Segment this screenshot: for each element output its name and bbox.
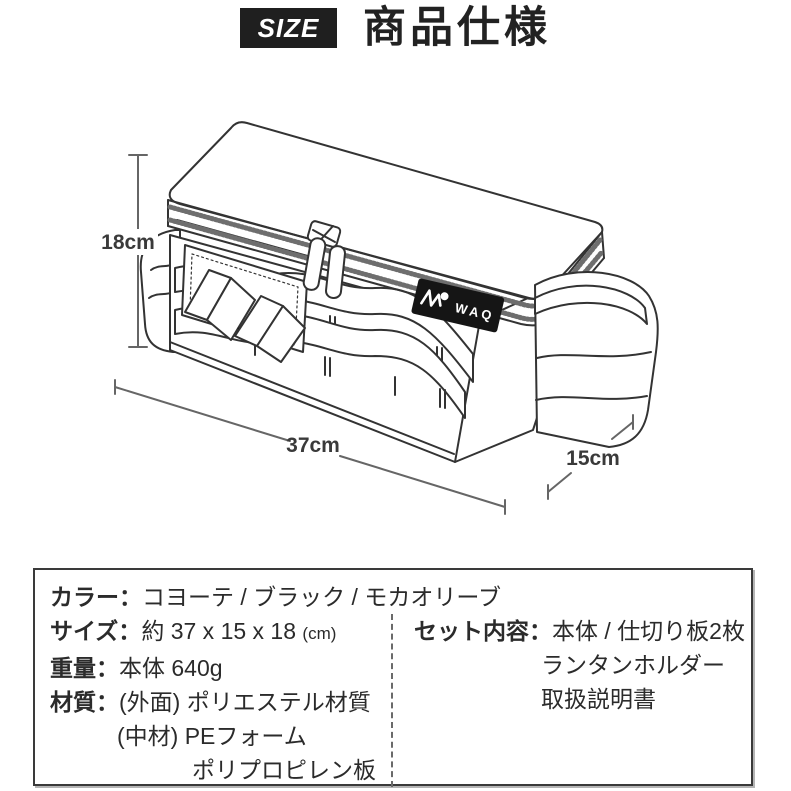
brand-patch: WAQ	[411, 278, 505, 333]
material-line2: (中材) PEフォーム	[117, 723, 307, 749]
size-unit: (cm)	[302, 624, 337, 643]
gear-loops	[184, 269, 306, 363]
dimension-width	[114, 379, 506, 515]
spec-row-material: 材質：(外面) ポリエステル材質	[50, 685, 391, 719]
spec-row-size: サイズ：約 37 x 15 x 18 (cm)	[50, 614, 391, 651]
zipper-pulls	[302, 220, 346, 300]
dimension-height	[98, 154, 158, 348]
set-contents-line1: 本体 / 仕切り板2枚	[552, 618, 745, 644]
brand-mark-icon	[420, 289, 442, 307]
dimension-depth	[547, 414, 634, 500]
spec-row-set-contents: セット内容：本体 / 仕切り板2枚	[414, 614, 745, 648]
header: SIZE 商品仕様	[0, 4, 791, 52]
size-badge-label: SIZE	[257, 12, 320, 43]
size-value: 約 37 x 15 x 18	[141, 618, 303, 644]
color-label: カラー：	[50, 584, 142, 610]
color-value: コヨーテ / ブラック / モカオリーブ	[142, 584, 501, 610]
spec-right-column: セット内容：本体 / 仕切り板2枚 ランタンホルダー 取扱説明書	[391, 614, 745, 787]
set-contents-label: セット内容：	[414, 618, 552, 644]
right-side-pocket	[534, 271, 659, 448]
height-label: 18cm	[101, 231, 155, 254]
material-label: 材質：	[50, 689, 119, 715]
material-line3: ポリプロピレン板	[192, 757, 376, 783]
product-illustration: WAQ 18cm 37cm 15cm	[85, 100, 705, 530]
size-badge: SIZE	[240, 8, 337, 48]
spec-table: カラー：コヨーテ / ブラック / モカオリーブ サイズ：約 37 x 15 x…	[33, 568, 753, 787]
spec-row-weight: 重量：本体 640g	[50, 651, 391, 685]
spec-left-column: サイズ：約 37 x 15 x 18 (cm) 重量：本体 640g 材質：(外…	[50, 614, 391, 787]
weight-value: 本体 640g	[119, 655, 223, 681]
spec-row-color: カラー：コヨーテ / ブラック / モカオリーブ	[50, 580, 751, 614]
weight-label: 重量：	[50, 655, 119, 681]
material-line1: (外面) ポリエステル材質	[119, 689, 371, 715]
set-contents-line3: 取扱説明書	[541, 686, 656, 712]
set-contents-line2: ランタンホルダー	[541, 652, 725, 678]
page-title: 商品仕様	[363, 3, 551, 52]
size-label: サイズ：	[50, 618, 142, 644]
width-label: 37cm	[286, 434, 340, 457]
depth-label: 15cm	[566, 447, 620, 470]
spec-columns: サイズ：約 37 x 15 x 18 (cm) 重量：本体 640g 材質：(外…	[50, 614, 751, 787]
